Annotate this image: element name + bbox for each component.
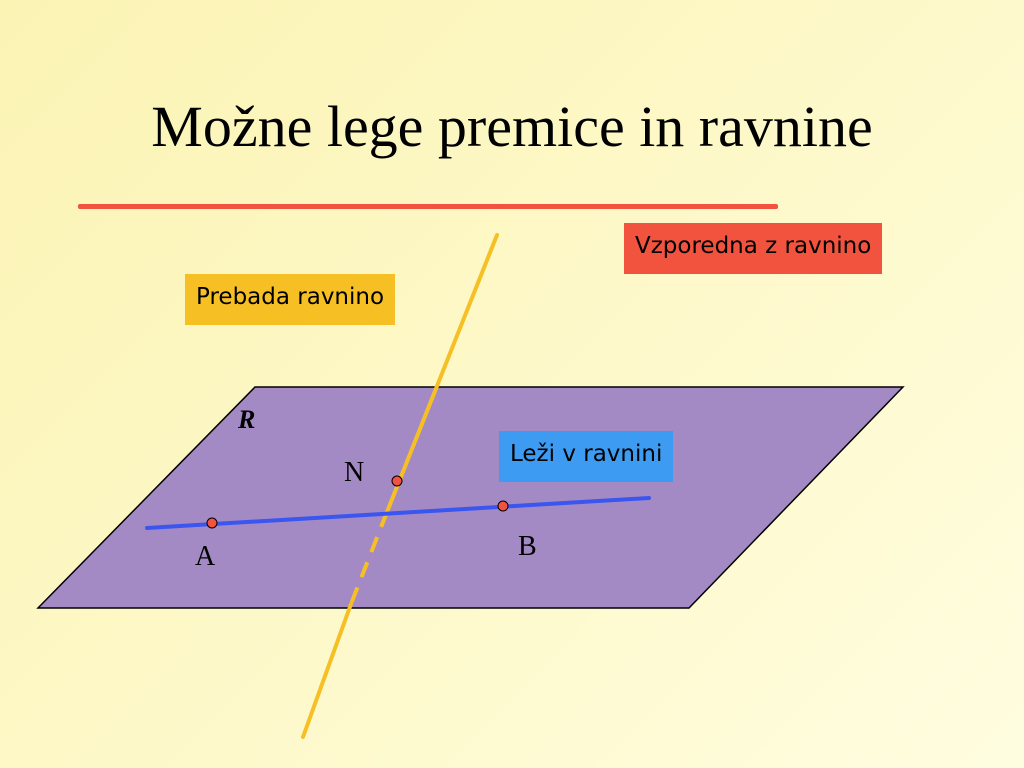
label-pierces-plane: Prebada ravnino bbox=[185, 274, 396, 325]
point-label-a: A bbox=[195, 541, 216, 572]
point-b bbox=[497, 500, 509, 512]
slide-title: Možne lege premice in ravnine bbox=[151, 94, 873, 159]
label-parallel-to-plane: Vzporedna z ravnino bbox=[624, 223, 883, 274]
label-lies-in-plane: Leži v ravnini bbox=[499, 431, 674, 482]
point-a bbox=[206, 517, 218, 529]
line-in-plane bbox=[145, 496, 651, 530]
point-label-n: N bbox=[344, 457, 365, 488]
piercing-line-lower bbox=[301, 602, 353, 739]
point-label-b: B bbox=[518, 531, 537, 562]
piercing-line-hidden bbox=[349, 511, 389, 605]
plane-label: R bbox=[238, 405, 256, 434]
piercing-line-upper bbox=[385, 233, 499, 514]
point-n bbox=[391, 475, 403, 487]
plane-r bbox=[36, 386, 905, 609]
title-underline bbox=[78, 204, 778, 209]
